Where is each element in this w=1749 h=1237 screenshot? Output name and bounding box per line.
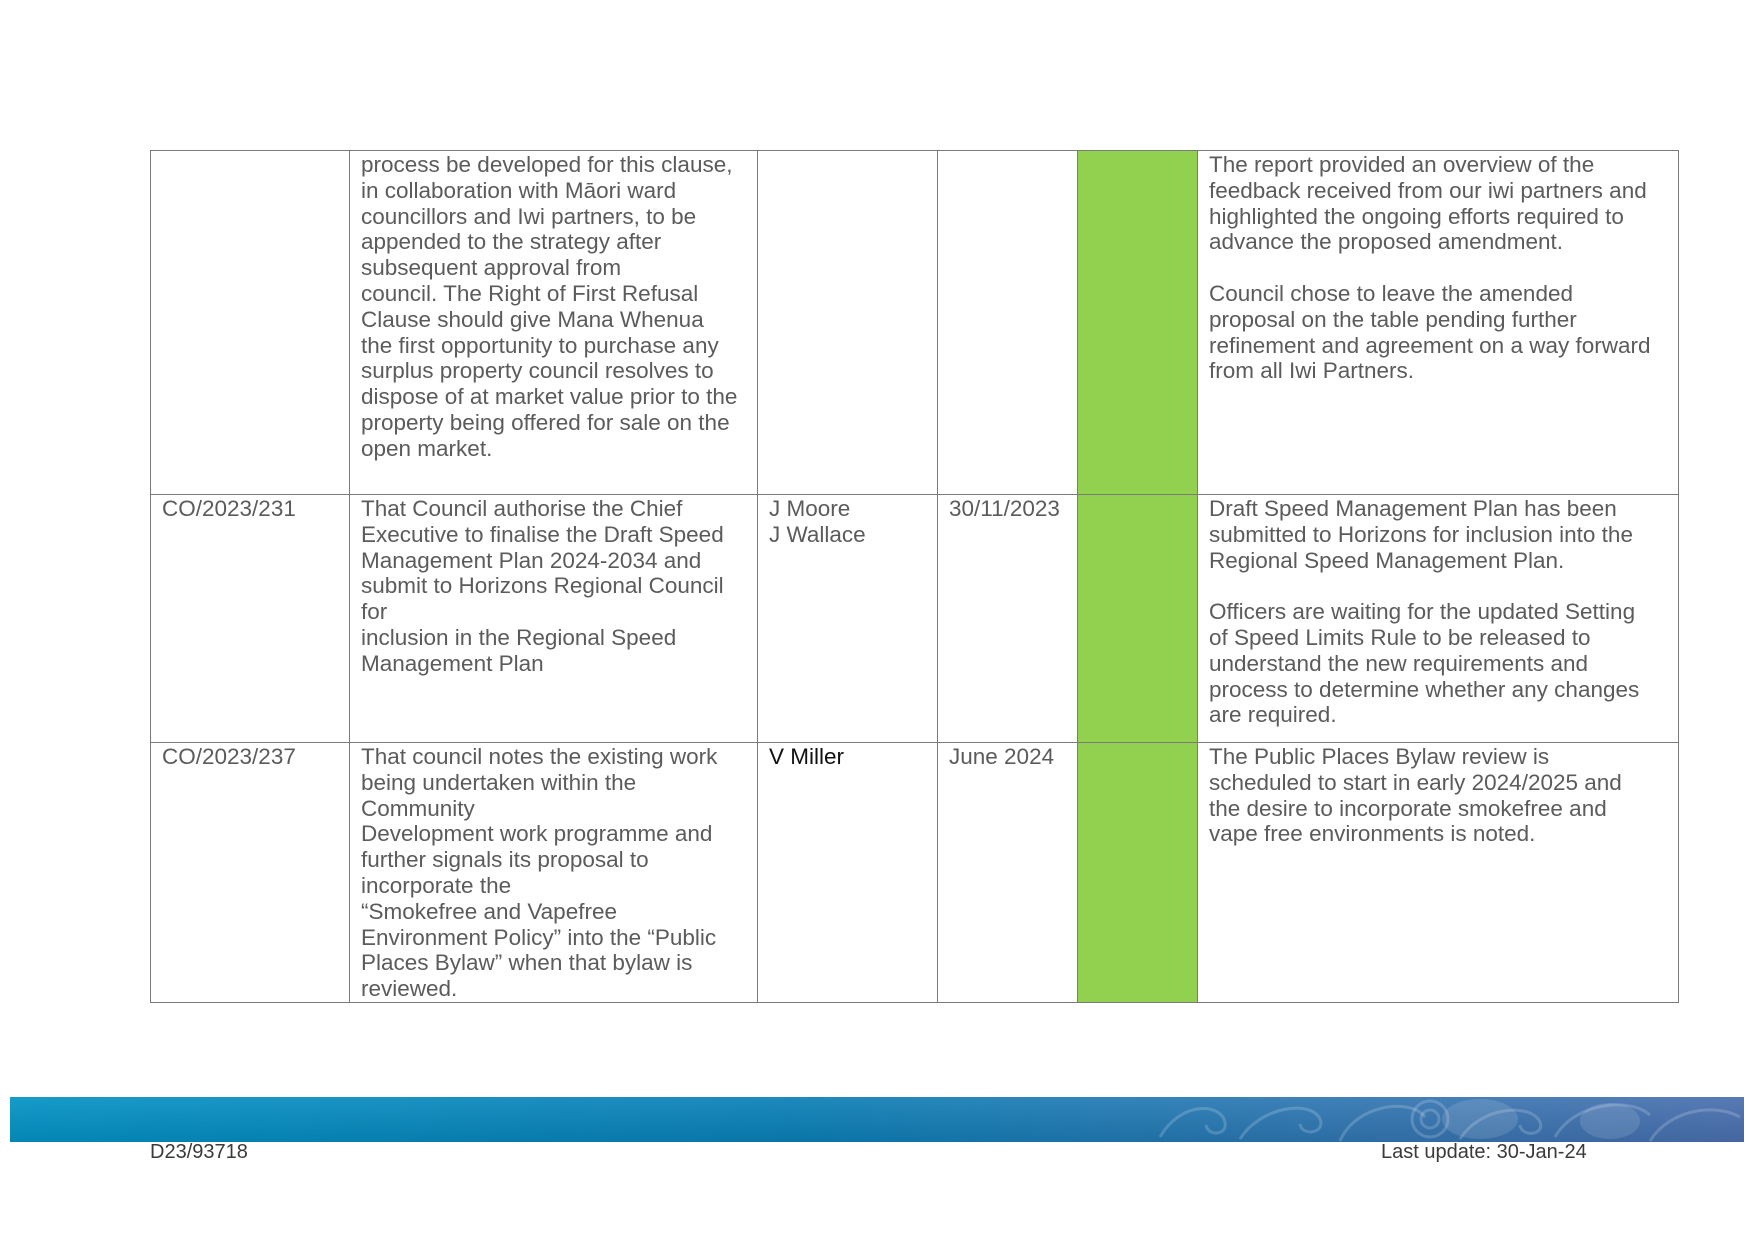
progress-update-cell: Draft Speed Management Plan has been sub…	[1197, 494, 1679, 743]
progress-update-cell: The Public Places Bylaw review is schedu…	[1197, 742, 1679, 1003]
table-row: process be developed for this clause, in…	[150, 150, 1679, 495]
update-paragraph: Officers are waiting for the updated Set…	[1209, 599, 1640, 728]
resolution-cell: process be developed for this clause, in…	[349, 150, 758, 495]
resolution-cell: That Council authorise the Chief Executi…	[349, 494, 758, 743]
table-row: CO/2023/237 That council notes the exist…	[150, 742, 1679, 1003]
ref-cell	[150, 150, 350, 495]
resolution-cell: That council notes the existing work bei…	[349, 742, 758, 1003]
status-indicator-green	[1077, 150, 1198, 495]
officers-cell	[757, 150, 938, 495]
ref-cell: CO/2023/237	[150, 742, 350, 1003]
ref-cell: CO/2023/231	[150, 494, 350, 743]
document-reference: D23/93718	[150, 1141, 248, 1163]
officers-cell: V Miller	[757, 742, 938, 1003]
update-paragraph: Council chose to leave the amended propo…	[1209, 280, 1651, 384]
table-row: CO/2023/231 That Council authorise the C…	[150, 494, 1679, 743]
progress-update-cell: The report provided an overview of the f…	[1197, 150, 1679, 495]
resolutions-table: process be developed for this clause, in…	[150, 150, 1679, 1003]
update-paragraph: The report provided an overview of the f…	[1209, 152, 1647, 255]
update-paragraph: The Public Places Bylaw review is schedu…	[1209, 744, 1622, 847]
koru-pattern-band-graphic	[10, 1097, 1744, 1142]
due-date-cell: June 2024	[937, 742, 1078, 1003]
due-date-cell: 30/11/2023	[937, 494, 1078, 743]
officers-cell: J Moore J Wallace	[757, 494, 938, 743]
due-date-cell	[937, 150, 1078, 495]
footer-decorative-band	[10, 1097, 1744, 1142]
update-paragraph: Draft Speed Management Plan has been sub…	[1209, 496, 1633, 573]
status-indicator-green	[1077, 494, 1198, 743]
last-update-date: Last update: 30-Jan-24	[1381, 1141, 1587, 1163]
status-indicator-green	[1077, 742, 1198, 1003]
